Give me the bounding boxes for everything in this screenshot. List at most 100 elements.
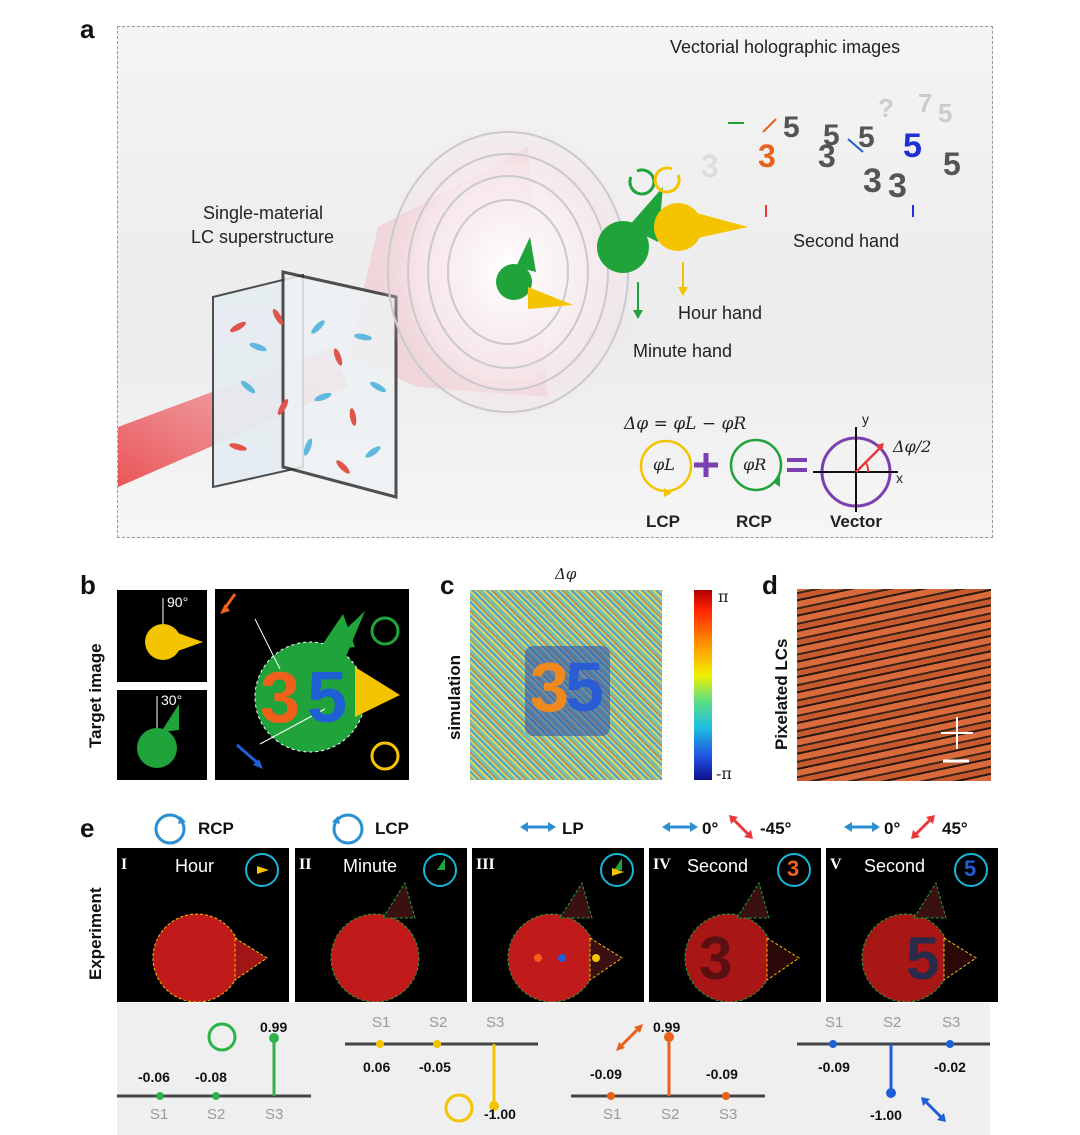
superstructure-label-1: Single-material	[203, 203, 324, 223]
lp0-header-icon-5	[844, 822, 880, 832]
hour-hand-shape	[654, 203, 702, 251]
phase-equation: Δφ = φL − φR	[624, 414, 747, 434]
g2-s2-label: S2	[429, 1014, 448, 1031]
header-lcp: LCP	[375, 819, 409, 838]
g4-s2-dot	[886, 1088, 896, 1098]
g1-s1-dot	[156, 1092, 164, 1100]
g3-s1-label: S1	[603, 1106, 622, 1123]
exp-frame-4: IV Second 3 3	[649, 848, 821, 1002]
g2-rot-icon	[444, 1093, 474, 1123]
phase-digits: 35	[530, 652, 604, 722]
g4-s1-dot	[829, 1040, 837, 1048]
g1-s2-dot	[212, 1092, 220, 1100]
frame-5-title: Second	[864, 856, 926, 876]
g1-s2-label: S2	[207, 1106, 226, 1123]
exp-frame-1: I Hour	[117, 848, 289, 1002]
clock-icon	[600, 853, 634, 887]
panel-b-letter: b	[80, 570, 96, 600]
frame-4-roman: IV	[653, 856, 671, 873]
lp-minus45-icon	[729, 815, 753, 839]
clock-icon	[245, 853, 279, 887]
angle-hour-label: 90°	[167, 594, 189, 610]
lc-molecules	[229, 309, 386, 474]
frame-2-title: Minute	[343, 856, 398, 876]
stokes-plots	[117, 1022, 990, 1123]
g3-pol-arrow-icon	[618, 1026, 641, 1049]
simulation-label: simulation	[445, 654, 464, 740]
rcp-label: RCP	[736, 512, 772, 531]
g3-s2-value: 0.99	[653, 1019, 681, 1035]
svg-text:5: 5	[943, 146, 961, 182]
phi-l-label: φL	[653, 455, 675, 474]
phi-r-label: φR	[743, 455, 767, 474]
svg-text:3: 3	[888, 167, 907, 205]
g3-s3-label: S3	[719, 1106, 738, 1123]
g1-s1-label: S1	[150, 1106, 169, 1123]
axis-x-label: x	[896, 470, 903, 486]
svg-text:5: 5	[783, 111, 800, 144]
g2-s1-dot	[376, 1040, 384, 1048]
g1-s3-value: 0.99	[260, 1019, 288, 1035]
exp-frame-3: III	[472, 848, 644, 1002]
svg-text:?: ?	[878, 93, 894, 123]
g4-s3-label: S3	[942, 1014, 961, 1031]
frame-1-roman: I	[121, 856, 128, 873]
phase-digit-3: 3	[530, 648, 569, 726]
svg-text:3: 3	[701, 148, 719, 184]
g1-s3-label: S3	[265, 1106, 284, 1123]
half-delta-label: Δφ/2	[893, 437, 932, 456]
target-image-label: Target image	[86, 643, 105, 748]
colorbar-min: -π	[716, 764, 732, 783]
lcp-arrow-icon	[653, 166, 681, 194]
g2-s3-dot	[489, 1101, 499, 1111]
clock-icon	[423, 853, 457, 887]
svg-text:5: 5	[823, 119, 840, 152]
g4-s1-label: S1	[825, 1014, 844, 1031]
g4-s1-value: -0.09	[818, 1059, 850, 1075]
target-hour-frame: 90°	[117, 590, 207, 682]
phase-map: 35	[470, 590, 662, 780]
g4-s2-label: S2	[883, 1014, 902, 1031]
g3-s1-value: -0.09	[590, 1066, 622, 1082]
green-rot-icon	[370, 616, 400, 646]
frame-2-roman: II	[299, 856, 312, 873]
frame-4-title: Second	[687, 856, 749, 876]
yellow-rot-icon	[370, 741, 400, 771]
exp-frame-5: V Second 5 5	[826, 848, 998, 1002]
digit-blue: 5	[903, 127, 922, 165]
target-clock-frame: 3 5	[215, 589, 409, 780]
equals-bottom	[787, 468, 807, 472]
panel-c-letter: c	[440, 570, 455, 600]
lp-plus45-icon	[911, 815, 935, 839]
lc-micrograph	[797, 589, 991, 781]
g1-rot-icon	[207, 1022, 237, 1052]
rcp-header-icon	[154, 813, 186, 845]
panel-a-illustration: 3 3 5 3 5 5 3 5 3 5 5 ? 7	[118, 88, 961, 512]
g2-s1-value: 0.06	[363, 1059, 391, 1075]
frame-3-roman: III	[476, 856, 495, 873]
colorbar	[694, 590, 712, 780]
g3-s2-label: S2	[661, 1106, 680, 1123]
stokes-strip	[117, 1003, 990, 1135]
g2-s1-label: S1	[372, 1014, 391, 1031]
vector-label: Vector	[830, 512, 882, 531]
rcp-arrow-icon	[628, 168, 656, 196]
rcp-circle	[729, 438, 783, 492]
frame-5-ghost-digit: 5	[906, 925, 940, 992]
equals-top	[787, 458, 807, 462]
digit-sequence: 3 3 5 3 5 5 3 5 3 5 5 ? 7	[701, 88, 961, 205]
target-digit-left: 3	[260, 658, 300, 738]
lcp-label: LCP	[646, 512, 680, 531]
minute-hand-shape	[597, 221, 649, 273]
g3-s2-dot	[664, 1032, 674, 1042]
header-5-angle-a: 0°	[884, 819, 901, 838]
lp0-header-icon-4	[662, 822, 698, 832]
g2-s3-label: S3	[486, 1014, 505, 1031]
header-lp: LP	[562, 819, 584, 838]
target-digit-right: 5	[307, 658, 348, 738]
header-4-angle-a: 0°	[702, 819, 719, 838]
g3-s1-dot	[607, 1092, 615, 1100]
hologram-clock-center	[496, 264, 532, 300]
hour-hand-label: Hour hand	[678, 303, 763, 323]
lp-header-icon	[520, 822, 556, 832]
